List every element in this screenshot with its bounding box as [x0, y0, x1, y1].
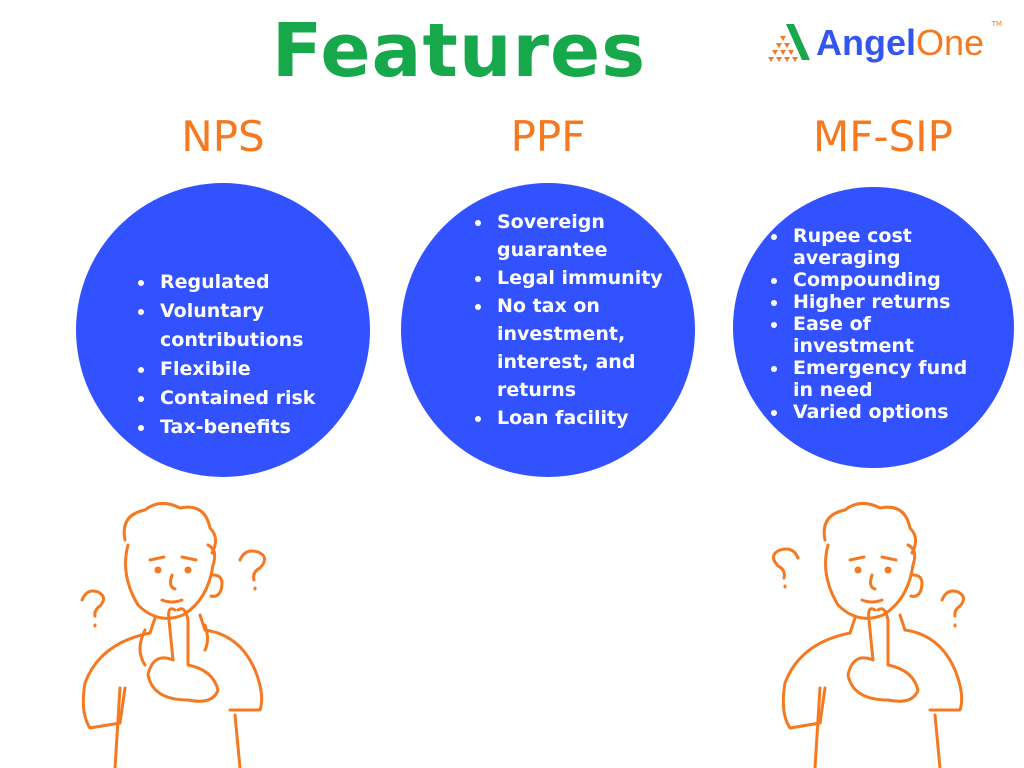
- list-item: Flexibile: [156, 355, 376, 384]
- list-item: Legal immunity: [493, 264, 713, 292]
- list-item: Tax-benefits: [156, 413, 376, 442]
- page-title: Features: [271, 8, 647, 94]
- ppf-feature-list: Sovereign guarantee Legal immunity No ta…: [471, 208, 713, 432]
- list-item: Contained risk: [156, 384, 376, 413]
- ppf-title: PPF: [510, 112, 586, 161]
- list-item: Sovereign guarantee: [493, 208, 617, 264]
- list-item: Ease of investment: [789, 313, 933, 357]
- list-item: Loan facility: [493, 404, 713, 432]
- list-item: Compounding: [789, 269, 1009, 291]
- list-item: Emergency fund in need: [789, 357, 983, 401]
- nps-title: NPS: [181, 112, 265, 161]
- list-item: Varied options: [789, 401, 1009, 423]
- mf-sip-features-circle: Rupee cost averaging Compounding Higher …: [733, 187, 1014, 468]
- ppf-features-circle: Sovereign guarantee Legal immunity No ta…: [401, 183, 695, 477]
- thinking-person-illustration-left: [80, 502, 266, 768]
- trademark: TM: [991, 20, 1002, 28]
- list-item: Voluntary contributions: [156, 297, 376, 355]
- nps-features-circle: Regulated Voluntary contributions Flexib…: [76, 183, 370, 477]
- list-item: Rupee cost averaging: [789, 225, 933, 269]
- logo-text-angel: Angel: [816, 22, 917, 63]
- nps-feature-list: Regulated Voluntary contributions Flexib…: [134, 268, 376, 442]
- thinking-person-illustration-right: [772, 502, 965, 768]
- mf-sip-feature-list: Rupee cost averaging Compounding Higher …: [767, 225, 1009, 423]
- angel-one-logo: AngelOne TM: [766, 20, 1006, 70]
- list-item: No tax on investment, interest, and retu…: [493, 292, 637, 404]
- logo-mark-icon: [768, 24, 810, 62]
- list-item: Higher returns: [789, 291, 1009, 313]
- logo-text-one: One: [916, 22, 985, 63]
- list-item: Regulated: [156, 268, 376, 297]
- mf-sip-title: MF-SIP: [813, 112, 953, 161]
